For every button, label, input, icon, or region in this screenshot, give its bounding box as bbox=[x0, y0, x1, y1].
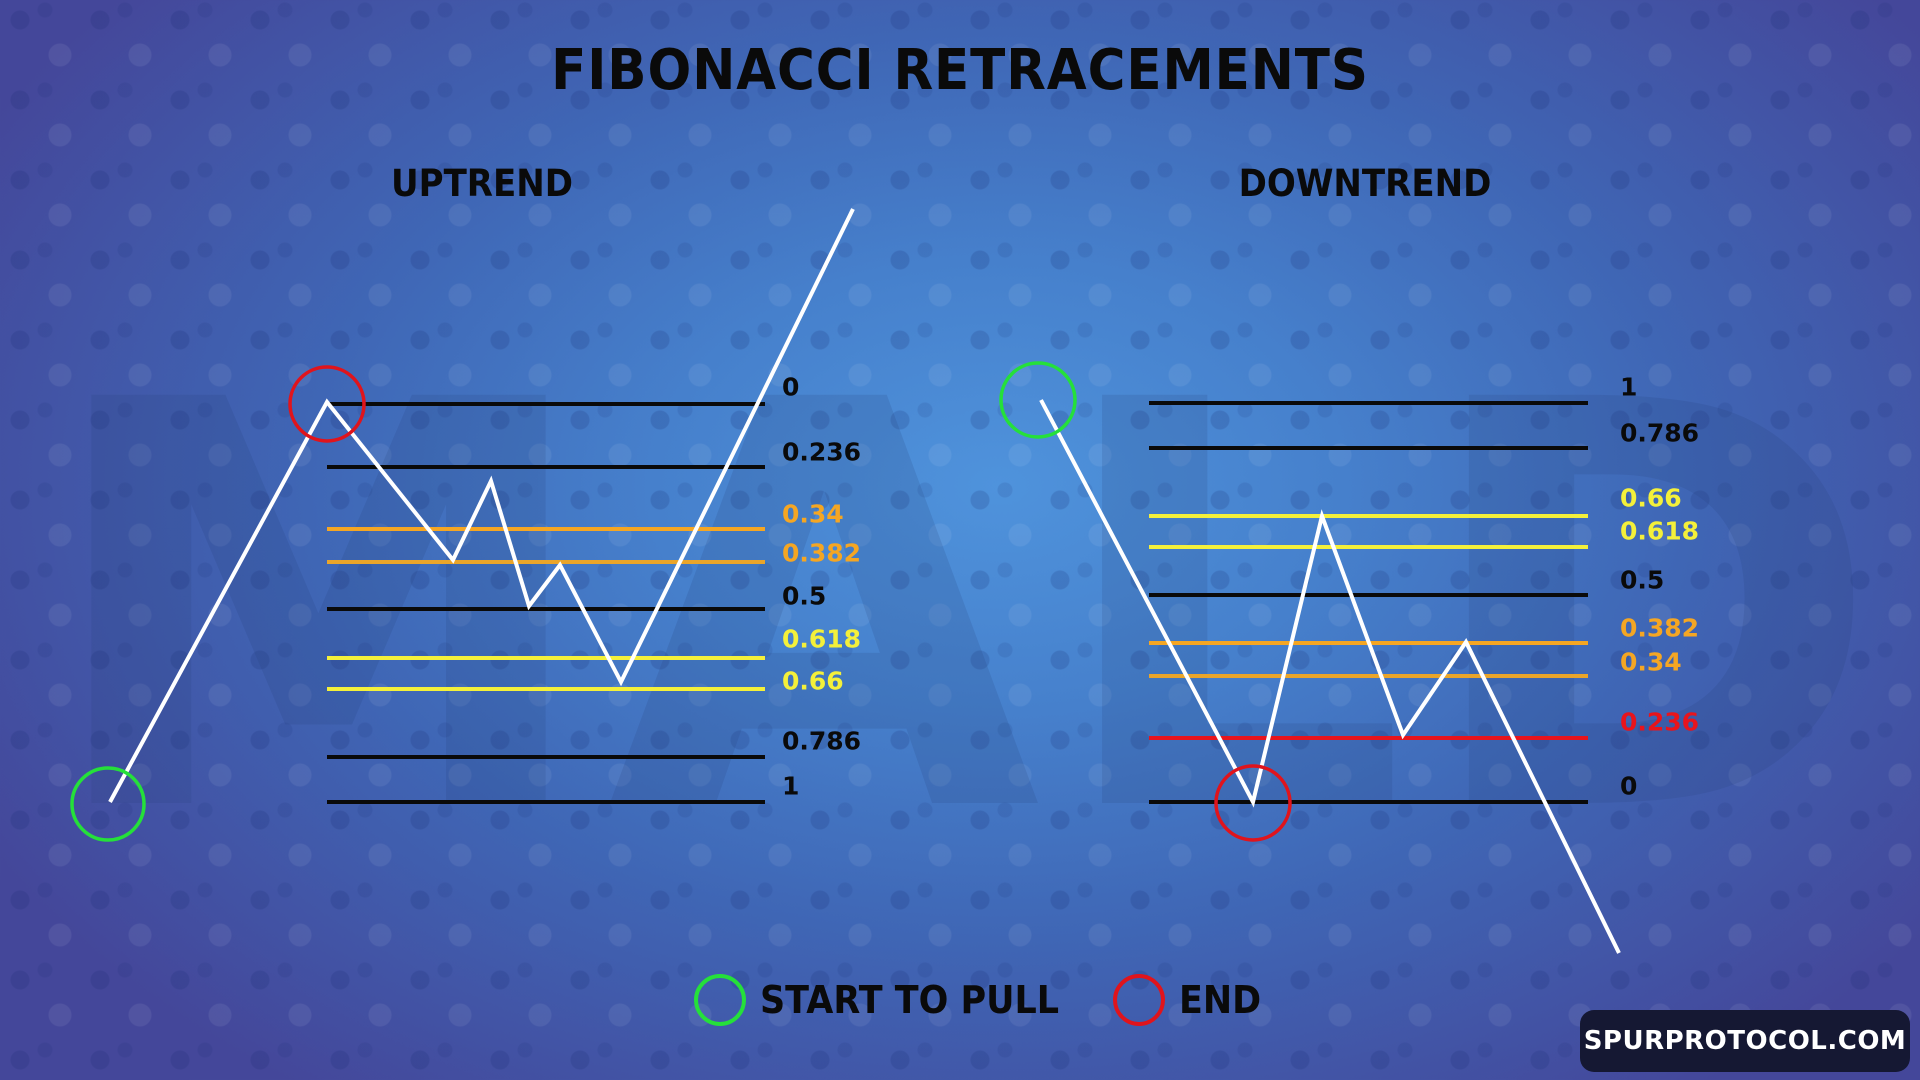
brand-badge: SPURPROTOCOL.COM bbox=[1580, 1010, 1910, 1072]
uptrend-level-label: 0.236 bbox=[782, 437, 862, 467]
end-circle-icon bbox=[1113, 974, 1166, 1026]
brand-badge-text: SPURPROTOCOL.COM bbox=[1583, 1026, 1907, 1056]
downtrend-start-circle bbox=[999, 361, 1077, 439]
legend-end-label: END bbox=[1179, 978, 1262, 1022]
downtrend-level-label: 0.5 bbox=[1620, 565, 1665, 595]
downtrend-level-lines bbox=[1149, 401, 1588, 804]
uptrend-start-circle bbox=[70, 766, 146, 842]
uptrend-level-label: 0.786 bbox=[782, 726, 862, 756]
uptrend-price-line bbox=[108, 208, 855, 803]
uptrend-heading: UPTREND bbox=[390, 162, 574, 205]
uptrend-level-lines bbox=[327, 402, 765, 804]
legend: START TO PULL END bbox=[694, 970, 1262, 1030]
uptrend-level-label: 0.5 bbox=[782, 581, 827, 611]
uptrend-level-label: 0.618 bbox=[782, 624, 862, 654]
uptrend-level-label: 1 bbox=[782, 771, 800, 801]
legend-start-label: START TO PULL bbox=[760, 978, 1060, 1022]
downtrend-level-label: 0.236 bbox=[1620, 707, 1700, 737]
downtrend-level-label: 0.382 bbox=[1620, 613, 1700, 643]
page-title: FIBONACCI RETRACEMENTS bbox=[551, 38, 1369, 103]
uptrend-end-circle bbox=[288, 365, 366, 443]
downtrend-heading: DOWNTREND bbox=[1238, 162, 1492, 205]
downtrend-level-label: 0.618 bbox=[1620, 516, 1700, 546]
downtrend-level-label: 0.786 bbox=[1620, 418, 1700, 448]
downtrend-level-label: 0 bbox=[1620, 771, 1638, 801]
uptrend-level-label: 0.34 bbox=[782, 499, 844, 529]
downtrend-level-label: 1 bbox=[1620, 372, 1638, 402]
downtrend-end-circle bbox=[1214, 764, 1292, 842]
start-circle-icon bbox=[694, 974, 746, 1026]
downtrend-price-line bbox=[1039, 399, 1621, 954]
uptrend-level-label: 0 bbox=[782, 372, 800, 402]
uptrend-level-label: 0.382 bbox=[782, 538, 862, 568]
uptrend-level-label: 0.66 bbox=[782, 666, 844, 696]
downtrend-level-label: 0.34 bbox=[1620, 647, 1682, 677]
downtrend-level-label: 0.66 bbox=[1620, 483, 1682, 513]
